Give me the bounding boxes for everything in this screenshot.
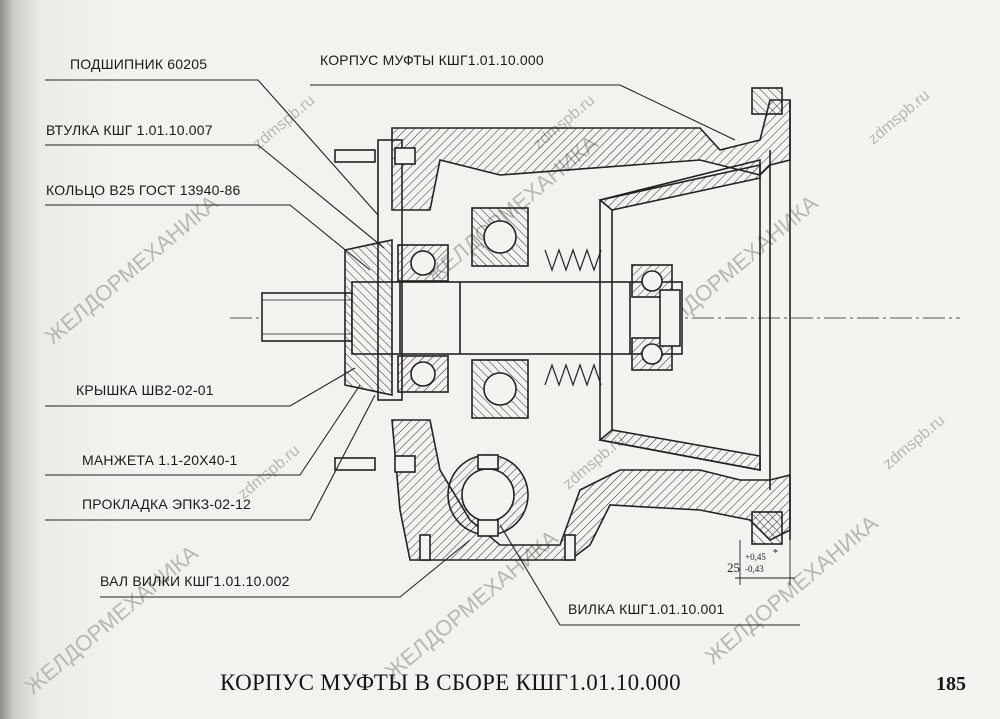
label-gasket: ПРОКЛАДКА ЭПКЗ-02-12 — [82, 496, 252, 512]
figure-caption: КОРПУС МУФТЫ В СБОРЕ КШГ1.01.10.000 — [220, 670, 681, 695]
label-cuff: МАНЖЕТА 1.1-20Х40-1 — [82, 452, 238, 468]
main-shaft — [351, 281, 683, 355]
cover — [344, 239, 393, 396]
fork-shaft-section — [447, 454, 529, 537]
label-fork-shaft: ВАЛ ВИЛКИ КШГ1.01.10.002 — [100, 573, 290, 589]
page-number: 185 — [936, 673, 966, 695]
bearing-left — [397, 244, 449, 393]
housing-upper — [391, 99, 791, 211]
label-ring: КОЛЬЦО В25 ГОСТ 13940-86 — [46, 182, 241, 198]
bearing-center — [471, 207, 529, 419]
dimension-number: 25 — [727, 560, 740, 575]
leader-lines — [45, 79, 800, 626]
label-housing: КОРПУС МУФТЫ КШГ1.01.10.000 — [320, 52, 544, 68]
label-fork: ВИЛКА КШГ1.01.10.001 — [568, 601, 725, 617]
dimension-mark: * — [773, 548, 778, 559]
dimension-tol-upper: +0,45 — [745, 552, 766, 562]
dimension-value: 25 — [727, 560, 740, 576]
label-bearing: ПОДШИПНИК 60205 — [70, 56, 208, 72]
label-bushing: ВТУЛКА КШГ 1.01.10.007 — [46, 122, 213, 138]
shaft-end — [261, 292, 353, 342]
label-cover: КРЫШКА ШВ2-02-01 — [76, 382, 214, 398]
spring — [544, 248, 602, 387]
dimension-tol-lower: -0,43 — [745, 564, 764, 574]
